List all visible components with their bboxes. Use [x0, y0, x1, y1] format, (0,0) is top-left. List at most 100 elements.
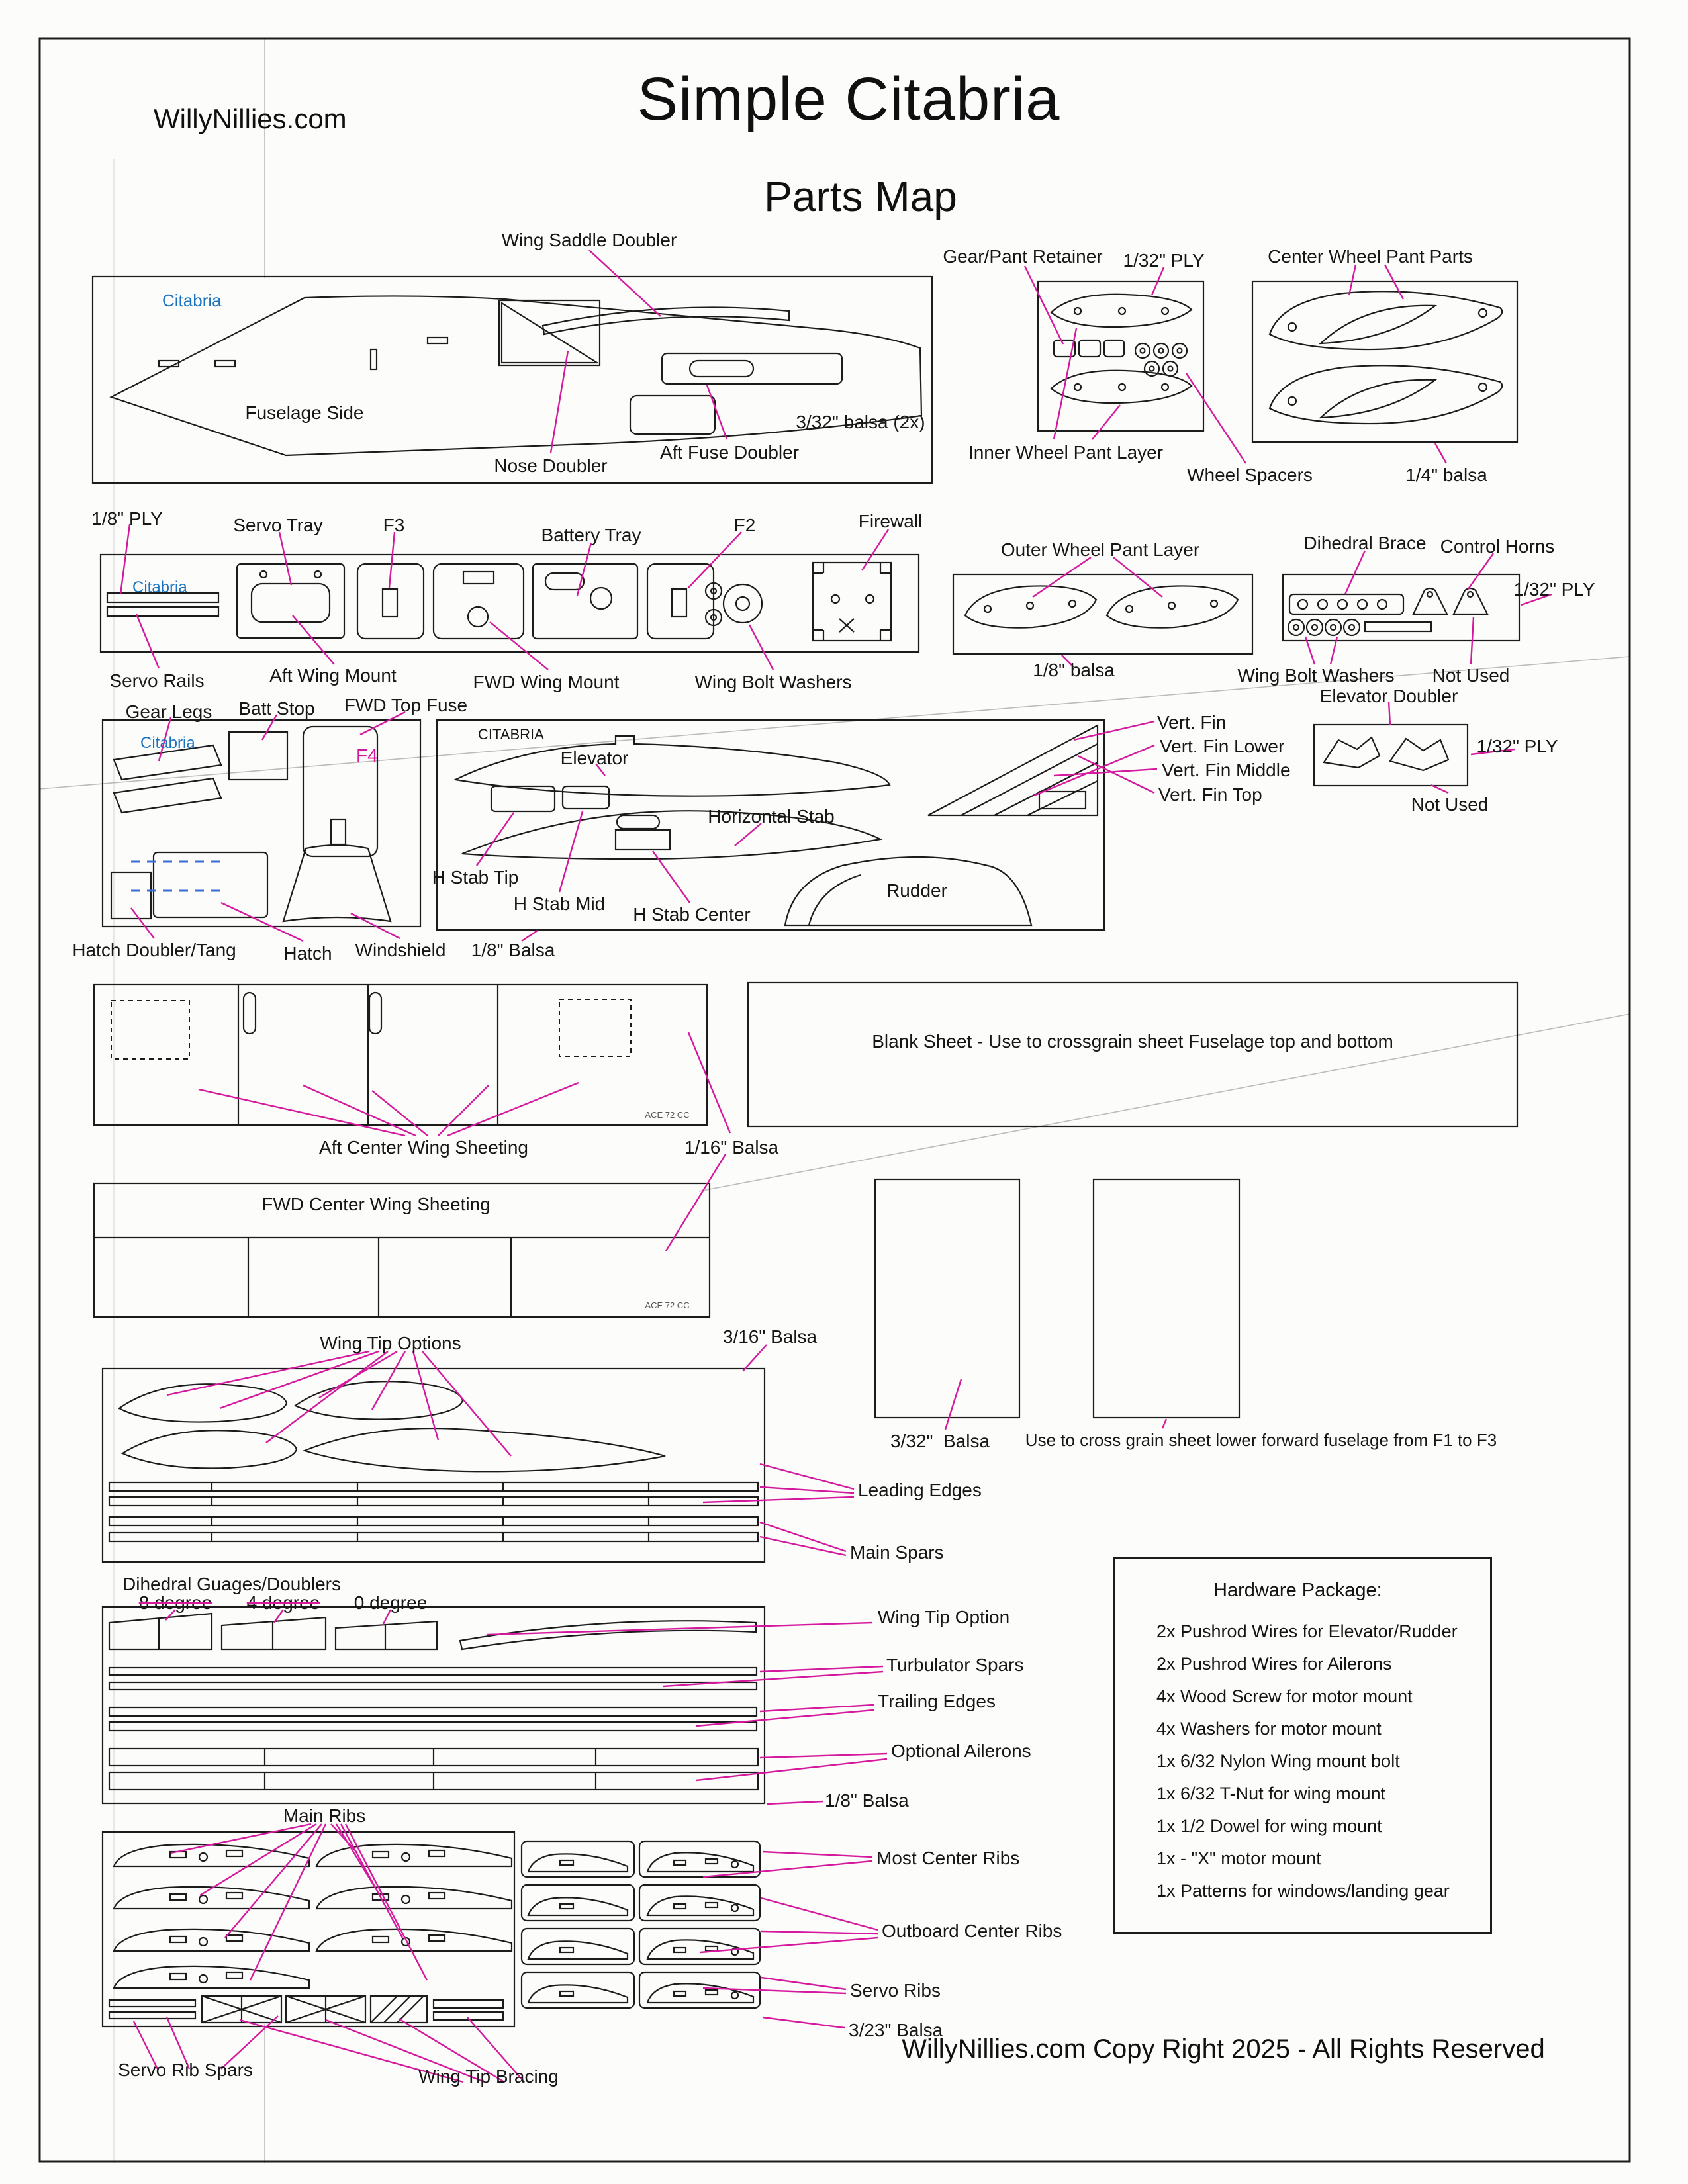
ace-code-b-label: ACE 72 CC	[645, 1300, 690, 1310]
hardware-item: 2x Pushrod Wires for Ailerons	[1156, 1654, 1392, 1674]
f4-label: F4	[356, 745, 378, 766]
not-used-a-label: Not Used	[1432, 665, 1510, 686]
balsa-316-label: 3/16" Balsa	[722, 1326, 818, 1347]
citabria-tail-label: CITABRIA	[478, 726, 544, 743]
blue-dashed-hatch-line	[131, 860, 221, 892]
outer-wheel-pant-layer-label: Outer Wheel Pant Layer	[1000, 539, 1200, 560]
ply-132-c-label: 1/32" PLY	[1476, 736, 1558, 756]
outboard-center-ribs-label: Outboard Center Ribs	[882, 1921, 1062, 1941]
balsa-18-c-label: 1/8" Balsa	[825, 1790, 909, 1811]
balsa-116-label: 1/16" Balsa	[684, 1137, 779, 1158]
h-stab-tip-label: H Stab Tip	[432, 867, 519, 887]
balsa-332-b-label: 3/32" Balsa	[890, 1431, 990, 1451]
wheel-spacers-label: Wheel Spacers	[1187, 465, 1313, 485]
elevator-label: Elevator	[560, 748, 629, 768]
leader-lines	[119, 250, 1552, 2083]
h-stab-mid-label: H Stab Mid	[513, 893, 606, 914]
citabria-tray-label: Citabria	[132, 578, 187, 596]
turbulator-spars-label: Turbulator Spars	[886, 1655, 1024, 1675]
f3-label: F3	[383, 515, 405, 535]
firewall-label: Firewall	[858, 511, 923, 531]
wing-tip-option-label: Wing Tip Option	[878, 1607, 1010, 1627]
inner-wheel-pant-layer-label: Inner Wheel Pant Layer	[968, 442, 1164, 463]
wing-tip-options-label: Wing Tip Options	[320, 1333, 461, 1353]
hardware-item: 1x 6/32 Nylon Wing mount bolt	[1156, 1751, 1400, 1771]
nose-doubler-label: Nose Doubler	[494, 455, 608, 476]
gear-pant-retainer-label: Gear/Pant Retainer	[943, 246, 1103, 267]
main-ribs-label: Main Ribs	[283, 1805, 366, 1826]
rudder-label: Rudder	[886, 880, 947, 901]
battery-tray-label: Battery Tray	[541, 525, 641, 545]
ace-code-a-label: ACE 72 CC	[645, 1110, 690, 1120]
hardware-package-box: Hardware Package: 2x Pushrod Wires for E…	[1113, 1557, 1492, 1934]
servo-rib-spars-label: Servo Rib Spars	[118, 2060, 253, 2080]
control-horns-label: Control Horns	[1440, 536, 1555, 557]
wing-tip-bracing-label: Wing Tip Bracing	[418, 2066, 559, 2087]
hardware-package-title: Hardware Package:	[1213, 1580, 1382, 1601]
hatch-label: Hatch	[283, 943, 332, 964]
aft-wing-mount-label: Aft Wing Mount	[269, 665, 397, 686]
fuselage-side-label: Fuselage Side	[245, 402, 364, 423]
page-title: Simple Citabria	[637, 66, 1060, 133]
dashed-outlines	[111, 999, 632, 1060]
hardware-package-list: 2x Pushrod Wires for Elevator/Rudder 2x P…	[1115, 1621, 1490, 1901]
balsa-323-label: 3/23" Balsa	[849, 2020, 943, 2040]
citabria-fuselage-label: Citabria	[162, 291, 222, 310]
windshield-label: Windshield	[355, 940, 446, 960]
vert-fin-label: Vert. Fin	[1157, 712, 1227, 733]
fwd-top-fuse-label: FWD Top Fuse	[344, 695, 468, 715]
citabria-hatch-label: Citabria	[140, 734, 195, 752]
vert-fin-middle-label: Vert. Fin Middle	[1162, 760, 1291, 780]
batt-stop-label: Batt Stop	[238, 698, 315, 719]
wing-bolt-washers-a-label: Wing Bolt Washers	[694, 672, 852, 692]
scan-artifacts	[39, 38, 1630, 2163]
h-stab-center-label: H Stab Center	[633, 904, 751, 925]
leading-edges-label: Leading Edges	[858, 1480, 982, 1500]
ply-132-a-label: 1/32" PLY	[1123, 250, 1205, 271]
crossgrain-note-label: Use to cross grain sheet lower forward f…	[1025, 1430, 1497, 1450]
main-spars-label: Main Spars	[850, 1542, 944, 1563]
servo-rails-label: Servo Rails	[109, 670, 205, 691]
balsa-18-a-label: 1/8" balsa	[1033, 660, 1115, 680]
most-center-ribs-label: Most Center Ribs	[876, 1848, 1020, 1868]
wing-bolt-washers-b-label: Wing Bolt Washers	[1237, 665, 1395, 686]
copyright-text: WillyNillies.com Copy Right 2025 - All R…	[902, 2034, 1545, 2064]
wing-saddle-doubler-label: Wing Saddle Doubler	[501, 230, 677, 250]
balsa-14-label: 1/4" balsa	[1405, 465, 1487, 485]
hardware-item: 4x Washers for motor mount	[1156, 1719, 1382, 1739]
aft-fuse-doubler-label: Aft Fuse Doubler	[659, 442, 800, 463]
horizontal-stab-label: Horizontal Stab	[708, 806, 835, 827]
dihedral-brace-label: Dihedral Brace	[1303, 533, 1427, 553]
hardware-item: 1x 1/2 Dowel for wing mount	[1156, 1816, 1382, 1836]
part-outlines	[38, 37, 1631, 2163]
trailing-edges-label: Trailing Edges	[878, 1691, 996, 1711]
servo-tray-label: Servo Tray	[233, 515, 323, 535]
deg4-label: 4 degree	[246, 1592, 320, 1613]
site-name: WillyNillies.com	[154, 103, 347, 134]
ply-18-label: 1/8" PLY	[91, 508, 163, 529]
ply-132-b-label: 1/32" PLY	[1513, 579, 1595, 600]
gear-legs-label: Gear Legs	[125, 702, 212, 722]
fwd-wing-mount-label: FWD Wing Mount	[473, 672, 620, 692]
aft-center-wing-sheeting-label: Aft Center Wing Sheeting	[319, 1137, 528, 1158]
dihedral-guages-label: Dihedral Guages/Doublers	[122, 1574, 341, 1594]
deg0-label: 0 degree	[353, 1592, 428, 1613]
hatch-doubler-tang-label: Hatch Doubler/Tang	[72, 940, 236, 960]
page-subtitle: Parts Map	[764, 173, 957, 220]
hardware-item: 1x - "X" motor mount	[1156, 1848, 1321, 1868]
servo-ribs-label: Servo Ribs	[850, 1980, 941, 2001]
fwd-center-wing-sheeting-label: FWD Center Wing Sheeting	[261, 1194, 491, 1214]
blank-sheet-label: Blank Sheet - Use to crossgrain sheet Fu…	[872, 1031, 1393, 1052]
elevator-doubler-label: Elevator Doubler	[1319, 686, 1458, 706]
hardware-item: 1x Patterns for windows/landing gear	[1156, 1881, 1450, 1901]
hardware-item: 1x 6/32 T-Nut for wing mount	[1156, 1784, 1386, 1803]
center-wheel-pant-parts-label: Center Wheel Pant Parts	[1268, 246, 1473, 267]
hardware-item: 2x Pushrod Wires for Elevator/Rudder	[1156, 1621, 1458, 1641]
f2-label: F2	[733, 515, 756, 535]
not-used-b-label: Not Used	[1411, 794, 1489, 815]
deg8-label: 8 degree	[138, 1592, 212, 1613]
vert-fin-lower-label: Vert. Fin Lower	[1160, 736, 1285, 756]
balsa-332-2x-label: 3/32" balsa (2x)	[796, 412, 925, 432]
